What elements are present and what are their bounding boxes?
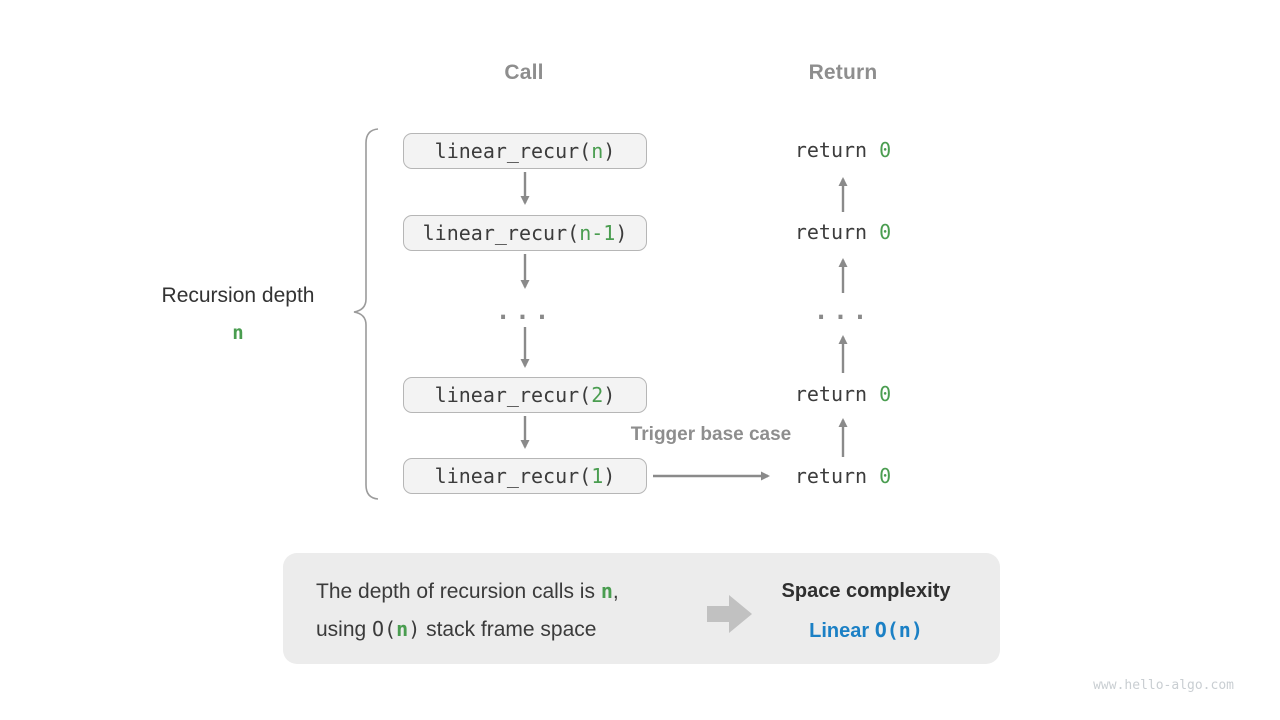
return-ellipsis: ...	[813, 297, 873, 325]
code-arg: 0	[879, 138, 892, 162]
call-ellipsis: ...	[495, 297, 555, 325]
call-frame-n-1: linear_recur(n-1)	[403, 215, 647, 251]
return-statement: return 0	[763, 463, 923, 489]
big-o-open: O(	[372, 617, 397, 641]
code-text: linear_recur(	[434, 464, 592, 488]
summary-line-1: The depth of recursion calls is n,	[316, 579, 619, 604]
big-o-close: )	[408, 617, 421, 641]
code-arg: n	[591, 139, 604, 163]
recursion-depth-label: Recursion depth	[161, 284, 315, 307]
code-text: linear_recur(	[434, 139, 592, 163]
summary-text: using	[316, 618, 373, 641]
call-column-header: Call	[504, 61, 544, 84]
complexity-big-o: O(n)	[874, 618, 923, 642]
recursion-depth-value: n	[232, 322, 244, 344]
summary-arg: n	[600, 579, 613, 603]
return-statement: return 0	[763, 137, 923, 163]
space-complexity-title: Space complexity	[781, 580, 951, 602]
call-frame-n: linear_recur(n)	[403, 133, 647, 169]
summary-text: The depth of recursion calls is	[316, 580, 601, 603]
call-frame-1: linear_recur(1)	[403, 458, 647, 494]
return-statement: return 0	[763, 219, 923, 245]
code-text: linear_recur(	[422, 221, 580, 245]
code-text: )	[603, 383, 616, 407]
code-text: return	[794, 138, 880, 162]
call-frame-2: linear_recur(2)	[403, 377, 647, 413]
summary-arg: n	[396, 617, 409, 641]
code-arg: 0	[879, 464, 892, 488]
space-complexity-value: Linear O(n)	[756, 618, 976, 643]
code-arg: 1	[591, 464, 604, 488]
code-text: )	[603, 139, 616, 163]
summary-text: ,	[612, 580, 619, 603]
code-text: return	[794, 220, 880, 244]
code-arg: 0	[879, 220, 892, 244]
code-arg: 0	[879, 382, 892, 406]
code-arg: 2	[591, 383, 604, 407]
return-column-header: Return	[808, 61, 878, 84]
code-text: )	[615, 221, 628, 245]
trigger-base-case-label: Trigger base case	[630, 424, 792, 445]
return-statement: return 0	[763, 381, 923, 407]
code-text: return	[794, 382, 880, 406]
code-text: )	[603, 464, 616, 488]
summary-text: stack frame space	[420, 618, 597, 641]
site-watermark: www.hello-algo.com	[1093, 678, 1234, 693]
code-arg: n-1	[579, 221, 616, 245]
summary-line-2: using O(n) stack frame space	[316, 617, 596, 642]
summary-panel	[283, 553, 1000, 664]
recursion-depth-brace	[353, 128, 379, 500]
code-text: linear_recur(	[434, 383, 592, 407]
code-text: return	[794, 464, 880, 488]
complexity-word: Linear	[809, 620, 875, 642]
